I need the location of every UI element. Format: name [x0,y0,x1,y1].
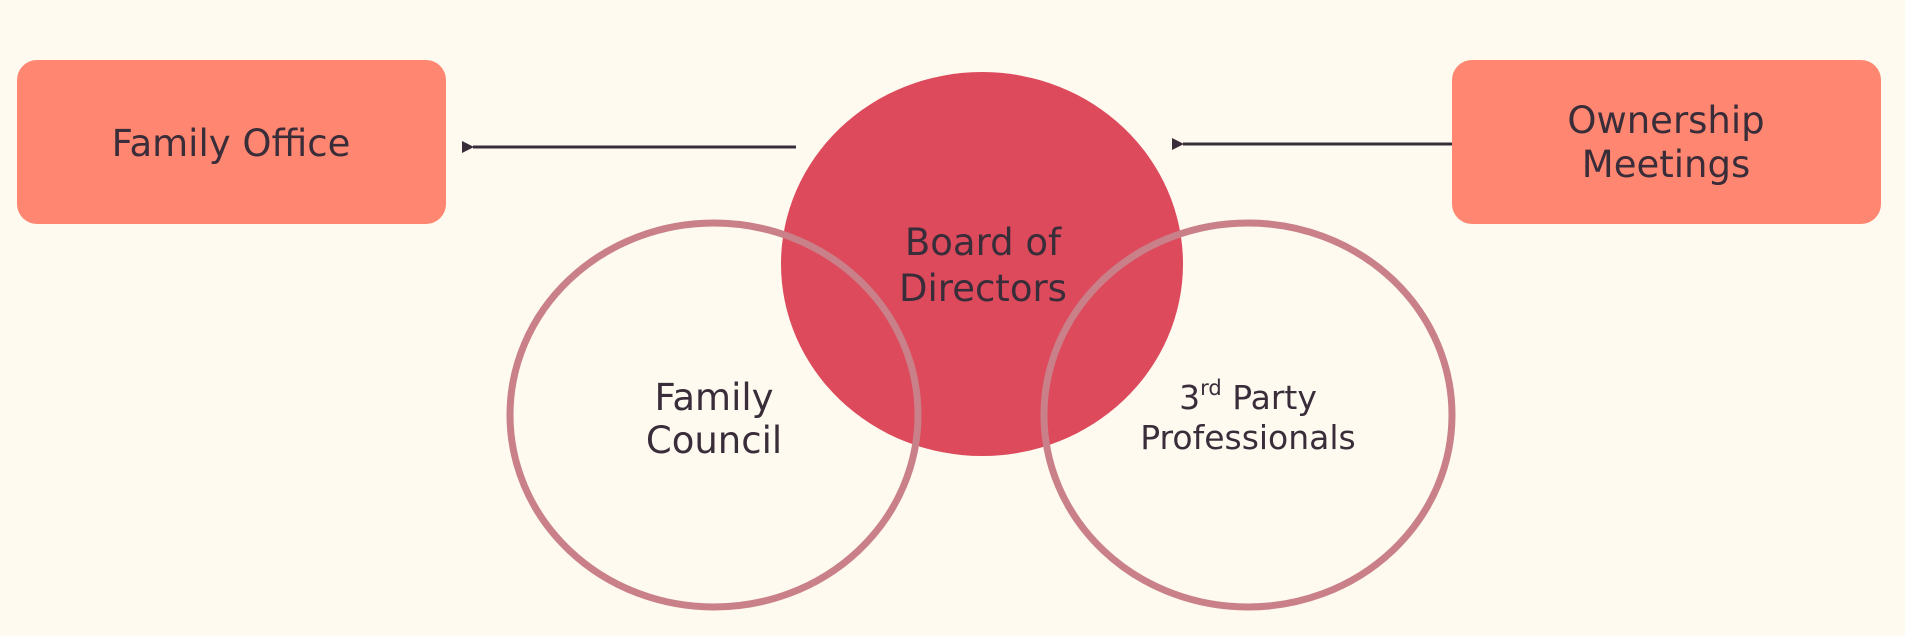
board-label-line1: Board of [905,221,1062,264]
third-party-label-superscript: rd [1200,376,1222,400]
third-party-professionals-ring [1040,219,1456,611]
family-council-label-line1: Family [654,376,773,419]
family-office-label: Family Office [112,122,351,165]
third-party-label-rest: Party [1222,378,1317,417]
third-party-label-line1: 3rd Party [1179,376,1317,417]
third-party-label-number: 3 [1179,378,1200,417]
family-office-box [17,60,446,224]
board-label-line2: Directors [899,267,1067,310]
third-party-label-line2: Professionals [1140,418,1356,457]
family-council-label-line2: Council [646,419,782,462]
ownership-meetings-box [1452,60,1881,224]
ownership-meetings-label-line1: Ownership [1567,99,1764,142]
family-council-ring [506,219,922,611]
board-of-directors-circle [781,72,1183,456]
ownership-meetings-label-line2: Meetings [1582,143,1750,186]
